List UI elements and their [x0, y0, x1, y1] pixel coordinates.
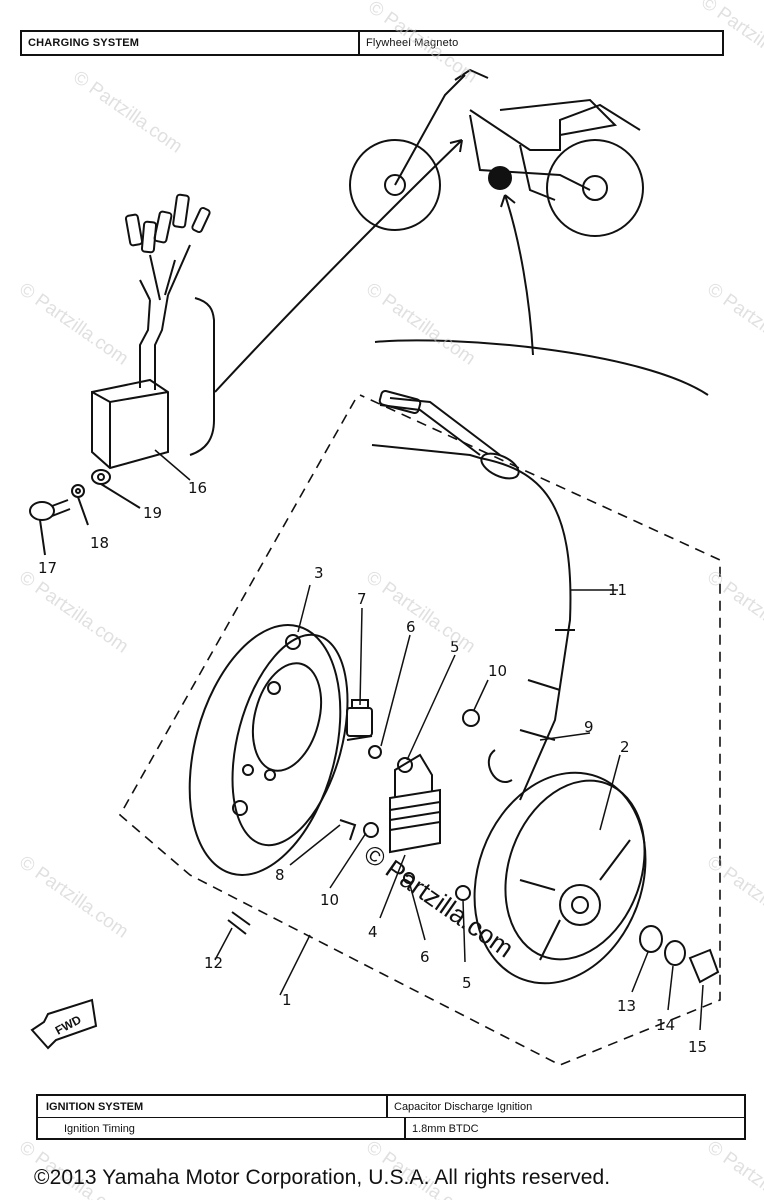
- ignition-system-table: IGNITION SYSTEM Capacitor Discharge Igni…: [36, 1094, 746, 1140]
- charging-system-table: CHARGING SYSTEM Flywheel Magneto: [20, 30, 724, 56]
- callout-10-bottom: 10: [320, 891, 339, 909]
- location-dot: [488, 166, 512, 190]
- charging-system-label: CHARGING SYSTEM: [22, 32, 360, 54]
- leader-lines: [154, 449, 704, 1031]
- ignition-system-value: Capacitor Discharge Ignition: [394, 1100, 533, 1113]
- copyright-notice: ©2013 Yamaha Motor Corporation, U.S.A. A…: [34, 1166, 611, 1189]
- callout-13: 13: [617, 997, 636, 1015]
- source-coil-4: [389, 753, 441, 854]
- callout-4: 4: [368, 923, 378, 941]
- callout-16: 16: [188, 479, 207, 497]
- watermark-10: © Partzilla.com: [15, 852, 132, 943]
- leader-arrow-cdi: [214, 139, 463, 393]
- callout-18: 18: [90, 534, 109, 552]
- watermark-8: © Partzilla.com: [362, 567, 479, 658]
- callout-1: 1: [282, 991, 292, 1009]
- charging-system-value: Flywheel Magneto: [366, 37, 459, 49]
- stator-base-plate-3: [188, 624, 349, 876]
- fwd-arrow-icon: [30, 998, 98, 1050]
- watermark-2: © Partzilla.com: [364, 0, 481, 88]
- watermark-3: © Partzilla.com: [697, 0, 764, 83]
- ignition-system-label: IGNITION SYSTEM: [38, 1096, 388, 1117]
- callout-7: 7: [357, 590, 367, 608]
- callout-6-bottom: 6: [420, 948, 430, 966]
- callout-6-top: 6: [406, 618, 416, 636]
- motorcycle-illustration: [349, 68, 644, 237]
- callout-5-bottom: 5: [462, 974, 472, 992]
- callout-10-top: 10: [488, 662, 507, 680]
- callout-2: 2: [620, 738, 630, 756]
- callout-9: 9: [584, 718, 594, 736]
- callout-19: 19: [143, 504, 162, 522]
- watermark-4: © Partzilla.com: [15, 279, 132, 370]
- pickup-coil-7: [346, 699, 373, 741]
- leader-arrow-magneto: [504, 194, 534, 356]
- callout-15: 15: [688, 1038, 707, 1056]
- hardware-17-18-19: [29, 469, 141, 556]
- watermark-6: © Partzilla.com: [703, 279, 764, 370]
- watermark-1: © Partzilla.com: [69, 67, 186, 158]
- watermark-9: © Partzilla.com: [703, 567, 764, 658]
- callout-11: 11: [608, 581, 627, 599]
- ignition-row: Ignition Timing 1.8mm BTDC: [38, 1117, 744, 1139]
- ignition-timing-value: 1.8mm BTDC: [412, 1122, 479, 1135]
- assembly-boundary: [118, 394, 721, 1066]
- cdi-unit-16: [91, 193, 211, 470]
- watermark-center: © Partzilla.com: [359, 838, 520, 963]
- watermark-7: © Partzilla.com: [15, 567, 132, 658]
- callout-12: 12: [204, 954, 223, 972]
- watermark-11: © Partzilla.com: [703, 852, 764, 943]
- callout-8: 8: [275, 866, 285, 884]
- watermark-5: © Partzilla.com: [362, 279, 479, 370]
- callout-3: 3: [314, 564, 324, 582]
- callout-17: 17: [38, 559, 57, 577]
- ignition-row: IGNITION SYSTEM Capacitor Discharge Igni…: [38, 1096, 744, 1117]
- callout-14: 14: [656, 1016, 675, 1034]
- hardware-small-parts: [227, 709, 720, 984]
- ignition-timing-label: Ignition Timing: [38, 1118, 406, 1139]
- flywheel-rotor-2: [473, 771, 647, 985]
- callout-5-top: 5: [450, 638, 460, 656]
- watermark-14: © Partzilla.com: [703, 1137, 764, 1200]
